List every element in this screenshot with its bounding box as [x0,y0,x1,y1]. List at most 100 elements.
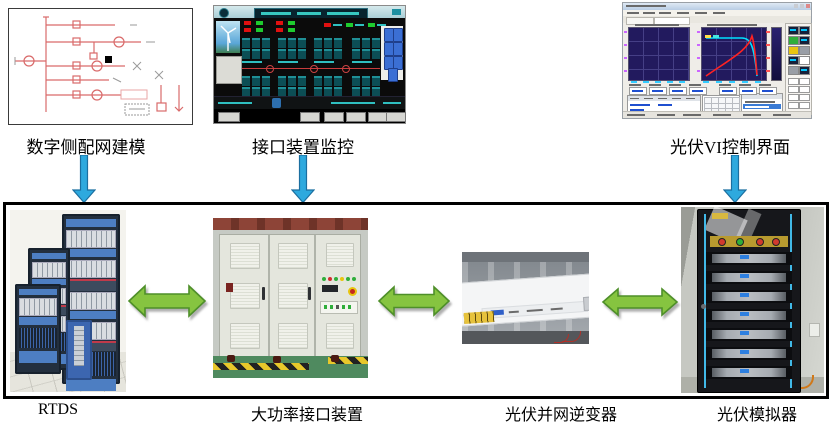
blue-chassis [393,42,403,56]
rtds-rack-front [15,284,61,374]
menu-item [659,12,671,14]
door-seam [314,235,316,357]
rack-module [32,279,66,285]
plot-title [707,24,757,26]
io-module [262,38,270,48]
left-axis-tick [697,70,700,72]
io-module [362,38,370,48]
param-value [742,90,753,92]
front-panel-strip [481,300,588,320]
menu-item [643,12,655,14]
legend-text [377,24,386,26]
panel-control [788,26,799,35]
param-label [739,84,751,86]
list-tabs [742,94,782,99]
io-module [298,38,306,48]
scada-button [218,112,240,122]
param-value-field [759,87,777,95]
io-module [324,49,332,59]
io-module [314,87,322,97]
simulator-rack [697,207,801,393]
rack-module [32,253,66,259]
param-value [692,90,703,92]
emergency-stop-button [348,287,357,296]
breaker-indicator [256,21,263,25]
right-axis-tick [766,44,770,46]
unit-display [740,312,750,316]
selected-row-text [745,106,769,108]
io-module [262,49,270,59]
legend-swatch [324,23,331,27]
blue-edge-stripe [704,214,706,388]
left-axis-tick [697,31,700,33]
param-label [649,84,661,86]
label-interface-monitoring: 接口装置监控 [252,138,354,157]
param-label [669,84,681,86]
panel-field [799,78,810,85]
warning-sticker [463,310,495,325]
io-module [278,76,286,86]
bottom-axis-tick [703,81,709,83]
rack-unit [706,366,792,379]
warning-sticker [712,213,728,219]
bottom-axis-tick [667,81,673,83]
rack-module [66,260,116,278]
distribution-network-model-screenshot [8,8,193,125]
scada-button [300,112,320,122]
rack-module [66,292,116,310]
breaker-indicator [288,21,295,25]
rack-module [66,230,116,248]
window-control [800,4,804,8]
io-module [372,76,380,86]
bottom-axis-tick [643,81,649,83]
rack-module [66,379,116,391]
breaker-box [226,283,233,292]
io-module [352,38,360,48]
status-text [773,114,791,116]
label-network-modeling: 数字侧配网建模 [26,138,146,157]
value-text [790,59,796,61]
rack-module [19,298,57,316]
rack-module [19,317,57,325]
status-bar [623,111,811,118]
panel-control [788,46,799,55]
window-title-text [626,5,666,7]
col-header [644,97,653,99]
unit-display [740,350,750,354]
scada-corner-icon [392,9,401,15]
scada-button [386,112,406,122]
panel-control [799,26,810,35]
io-module [372,38,380,48]
breaker-indicator [256,28,263,32]
param-label [759,84,771,86]
legend-text [355,24,364,26]
bottom-axis-tick [679,81,685,83]
panel-field [799,86,810,93]
panel-field [788,86,799,93]
param-value-field [719,87,737,95]
label-pv-inverter: 光伏并网逆变器 [504,407,617,424]
scada-button [346,112,366,122]
io-module [288,87,296,97]
rack-unit [706,252,792,265]
io-module [324,76,332,86]
rack-module [32,262,66,278]
menu-item [627,12,639,14]
io-module [362,87,370,97]
breaker-indicator [288,28,295,32]
bus-node [310,65,318,73]
io-module [278,87,286,97]
panel-control [788,56,799,65]
io-module [314,76,322,86]
io-module [298,87,306,97]
io-module [242,76,250,86]
hazard-stripe [213,363,309,370]
io-module [314,49,322,59]
rack-unit [706,328,792,341]
marker-yellow [705,35,711,38]
io-module [252,87,260,97]
col-header [672,97,681,99]
down-arrow-modeling [72,155,96,203]
rack-module [19,328,57,348]
scada-header-bar [214,6,405,19]
